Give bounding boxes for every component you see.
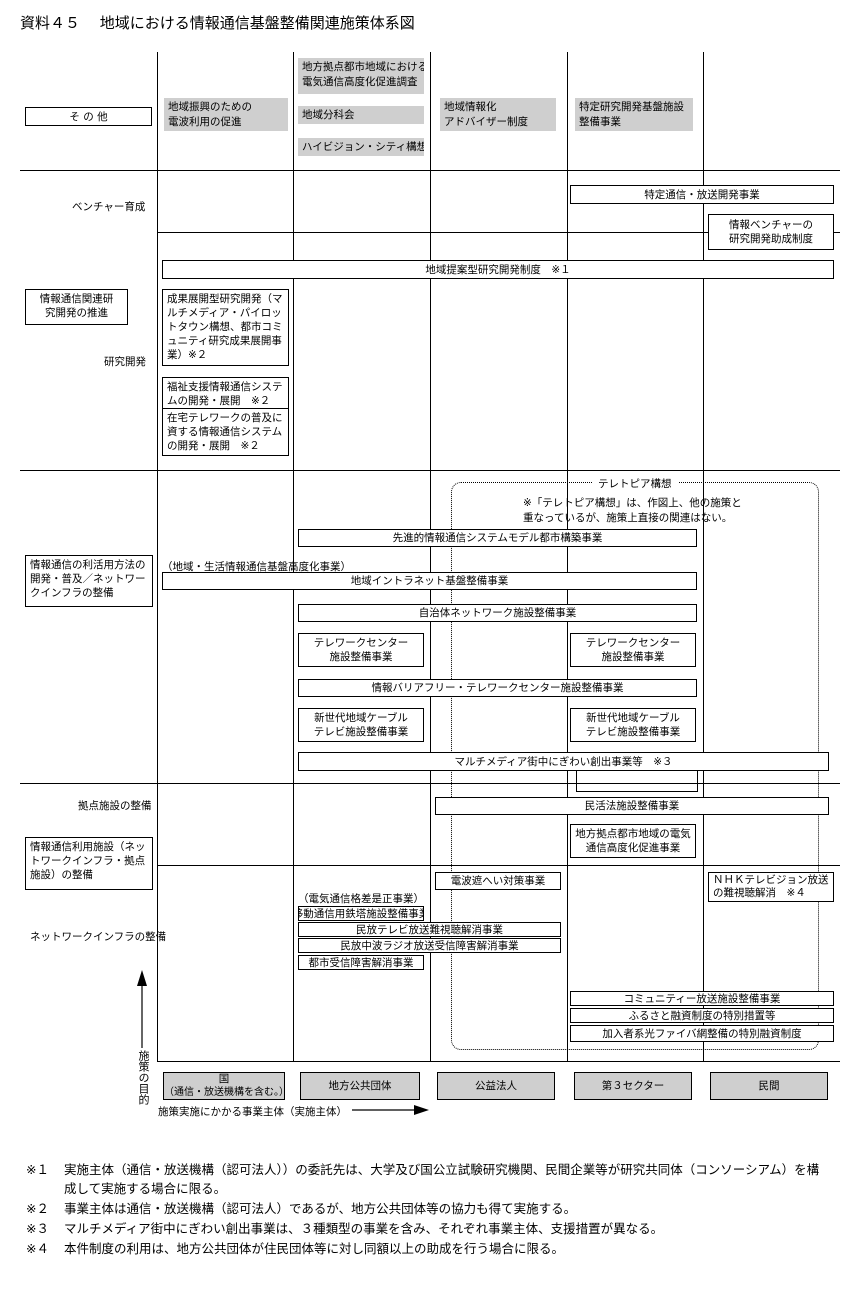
box-hikari-fiber: 加入者系光ファイバ網整備の特別融資制度: [570, 1025, 834, 1042]
box-jichitai-network: 自治体ネットワーク施設整備事業: [298, 604, 697, 622]
box-zaitaku-telework: 在宅テレワークの普及に資する情報通信システムの開発・展開 ※２: [162, 408, 289, 456]
grid-line: [20, 170, 840, 171]
box-chiiki-intranet: 地域イントラネット基盤整備事業: [162, 572, 697, 590]
grid-line: [157, 865, 840, 866]
purpose-axis-label: 施策の目的: [137, 1050, 150, 1105]
grid-line: [20, 470, 840, 471]
box-joho-venture: 情報ベンチャーの 研究開発助成制度: [708, 214, 834, 250]
footnote-3: ※３ マルチメディア街中にぎわい創出事業は、３種類型の事業を含み、それぞれ事業主…: [26, 1221, 664, 1236]
box-catv-1: 新世代地域ケーブル テレビ施設整備事業: [298, 708, 424, 742]
box-seika-tenkai: 成果展開型研究開発（マルチメディア・パイロットタウン構想、都市コミュニティ研究成…: [162, 289, 289, 366]
box-fukushi-shien: 福祉支援情報通信システムの開発・展開 ※２: [162, 377, 289, 409]
actor-dai3-sector: 第３セクター: [574, 1072, 692, 1100]
footnote-2: ※２ 事業主体は通信・放送機構（認可法人）であるが、地方公共団体等の協力も得て実…: [26, 1201, 577, 1216]
box-nhk-nanshichou: ＮＨＫテレビジョン放送 の難視聴解消 ※４: [708, 872, 834, 902]
footnote-4: ※４ 本件制度の利用は、地方公共団体が住民団体等に対し同額以上の助成を行う場合に…: [26, 1241, 565, 1256]
actor-minkan: 民間: [710, 1072, 828, 1100]
box-toshi-jushin: 都市受信障害解消事業: [298, 955, 424, 970]
box-sendo-model: 先進的情報通信システムモデル都市構築事業: [298, 529, 697, 547]
actor-koeki-hojin: 公益法人: [437, 1072, 555, 1100]
page-title: 資料４５ 地域における情報通信基盤整備関連施策体系図: [20, 14, 415, 32]
box-telework-center-2: テレワークセンター 施設整備事業: [570, 633, 696, 667]
gray-tokutei-kenkyu: 特定研究開発基盤施設 整備事業: [575, 98, 693, 131]
grid-line: [293, 52, 294, 1062]
row-label-other: そ の 他: [25, 107, 152, 126]
row-label-network: ネットワークインフラの整備: [30, 931, 167, 943]
actor-kuni: 国（通信・放送機構を含む。）: [163, 1072, 289, 1100]
gray-hivision-city: ハイビジョン・シティ構想: [298, 138, 424, 156]
box-minpo-am: 民放中波ラジオ放送受信障害解消事業: [298, 938, 561, 953]
grid-line: [157, 232, 840, 233]
actor-arrow-icon: [352, 1105, 429, 1115]
actor-chiho-kokyo: 地方公共団体: [300, 1072, 420, 1100]
row-label-rd-sub: 研究開発: [104, 356, 146, 368]
box-machinaka-nigiwai: マルチメディア街中にぎわい創出事業等 ※３: [298, 752, 829, 771]
row-label-hub: 拠点施設の整備: [78, 800, 152, 812]
box-idou-tsushin: 移動通信用鉄塔施設整備事業: [298, 906, 424, 921]
grid-line: [703, 52, 704, 1062]
connector-line: [576, 771, 577, 791]
box-joho-barrier-free: 情報バリアフリー・テレワークセンター施設整備事業: [298, 679, 697, 697]
teletopia-note: ※「テレトピア構想」は、作図上、他の施策と 重なっているが、施策上直接の関連はな…: [523, 497, 742, 524]
purpose-arrow-icon: [137, 970, 147, 1048]
grid-line: [20, 783, 840, 784]
label-kakusa-zesei: （電気通信格差是正事業）: [298, 893, 424, 905]
box-denpa-shahei: 電波遮へい対策事業: [435, 872, 561, 890]
box-tokutei-tsushin: 特定通信・放送開発事業: [570, 185, 834, 204]
box-furusato-yushi: ふるさと融資制度の特別措置等: [570, 1008, 834, 1023]
teletopia-label: テレトピア構想: [592, 476, 678, 491]
box-minpo-tv: 民放テレビ放送難視聴解消事業: [298, 922, 561, 937]
gray-chiiki-bunkakai: 地域分科会: [298, 106, 424, 124]
grid-line: [157, 52, 158, 1062]
grid-line: [430, 52, 431, 1062]
row-label-app: 情報通信の利活用方法の開発・普及／ネットワークインフラの整備: [25, 555, 153, 607]
actor-axis-label: 施策実施にかかる事業主体（実施主体）: [158, 1106, 347, 1118]
box-chiho-kyoten-jigyo: 地方拠点都市地域の電気 通信高度化促進事業: [570, 824, 696, 858]
box-minkatsu: 民活法施設整備事業: [435, 797, 829, 815]
gray-chiiki-johoka: 地域情報化 アドバイザー制度: [440, 98, 556, 131]
row-label-venture: ベンチャー育成: [72, 201, 146, 213]
gray-denpa-riyou: 地域振興のための 電波利用の促進: [164, 98, 288, 131]
grid-line: [567, 52, 568, 1062]
connector-line: [697, 771, 698, 791]
box-chiiki-teian: 地域提案型研究開発制度 ※１: [162, 260, 834, 279]
row-label-facility: 情報通信利用施設（ネットワークインフラ・拠点施設）の整備: [25, 837, 153, 890]
footnote-1: ※１ 実施主体（通信・放送機構（認可法人））の委託先は、大学及び国公立試験研究機…: [26, 1162, 820, 1196]
gray-chiho-kyoten-chousa: 地方拠点都市地域における 電気通信高度化促進調査: [298, 58, 424, 94]
box-telework-center-1: テレワークセンター 施設整備事業: [298, 633, 424, 667]
label-chiiki-seikatsu: （地域・生活情報通信基盤高度化事業）: [162, 561, 351, 573]
grid-line: [157, 1061, 840, 1062]
box-catv-2: 新世代地域ケーブル テレビ施設整備事業: [570, 708, 696, 742]
connector-line: [576, 791, 698, 792]
box-community-hoso: コミュニティー放送施設整備事業: [570, 991, 834, 1006]
row-label-rd-main: 情報通信関連研究開発の推進: [25, 289, 128, 325]
